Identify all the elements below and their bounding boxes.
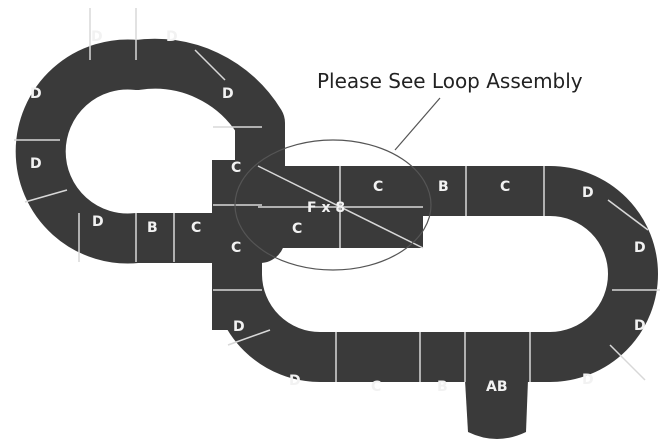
label-right-outer-2: D — [634, 318, 646, 334]
label-loop-center: F x 8 — [307, 200, 345, 216]
label-right-lower: D — [582, 372, 594, 388]
piece-dividers — [14, 8, 660, 382]
label-bottom-d: D — [289, 373, 301, 389]
label-b-piece-mid: B — [438, 179, 449, 195]
label-left-lower: D — [92, 214, 104, 230]
label-b-piece-left: B — [147, 220, 158, 236]
label-right-upper: D — [582, 185, 594, 201]
label-loop-c-lower: C — [292, 221, 302, 237]
label-left-outer-upper: D — [30, 86, 42, 102]
label-c-vertical-bottom: C — [231, 240, 241, 256]
right-racetrack — [212, 166, 658, 382]
label-left-outer-mid: D — [30, 156, 42, 172]
label-c-vertical-top: C — [231, 160, 241, 176]
leader-line — [394, 97, 441, 151]
ab-tab — [465, 380, 528, 439]
label-c-piece-left: C — [191, 220, 201, 236]
label-left-top-2: D — [166, 29, 178, 45]
piece-labels: D D D D D D B C C C C C B C D D D D D D … — [30, 29, 646, 395]
left-loop-track — [15, 38, 285, 264]
label-right-outer-1: D — [634, 240, 646, 256]
loop-assembly-ellipse — [234, 139, 432, 271]
loop-assembly-note: Please See Loop Assembly — [317, 69, 583, 93]
label-loop-c-upper: C — [373, 179, 383, 195]
label-c-piece-mid: C — [500, 179, 510, 195]
label-bottom-ab: AB — [486, 379, 508, 395]
label-bottom-left-curve: D — [233, 319, 245, 335]
label-left-top-1: D — [91, 29, 103, 45]
label-bottom-b: B — [437, 379, 448, 395]
label-left-upper-right: D — [222, 86, 234, 102]
label-bottom-c: C — [371, 379, 381, 395]
